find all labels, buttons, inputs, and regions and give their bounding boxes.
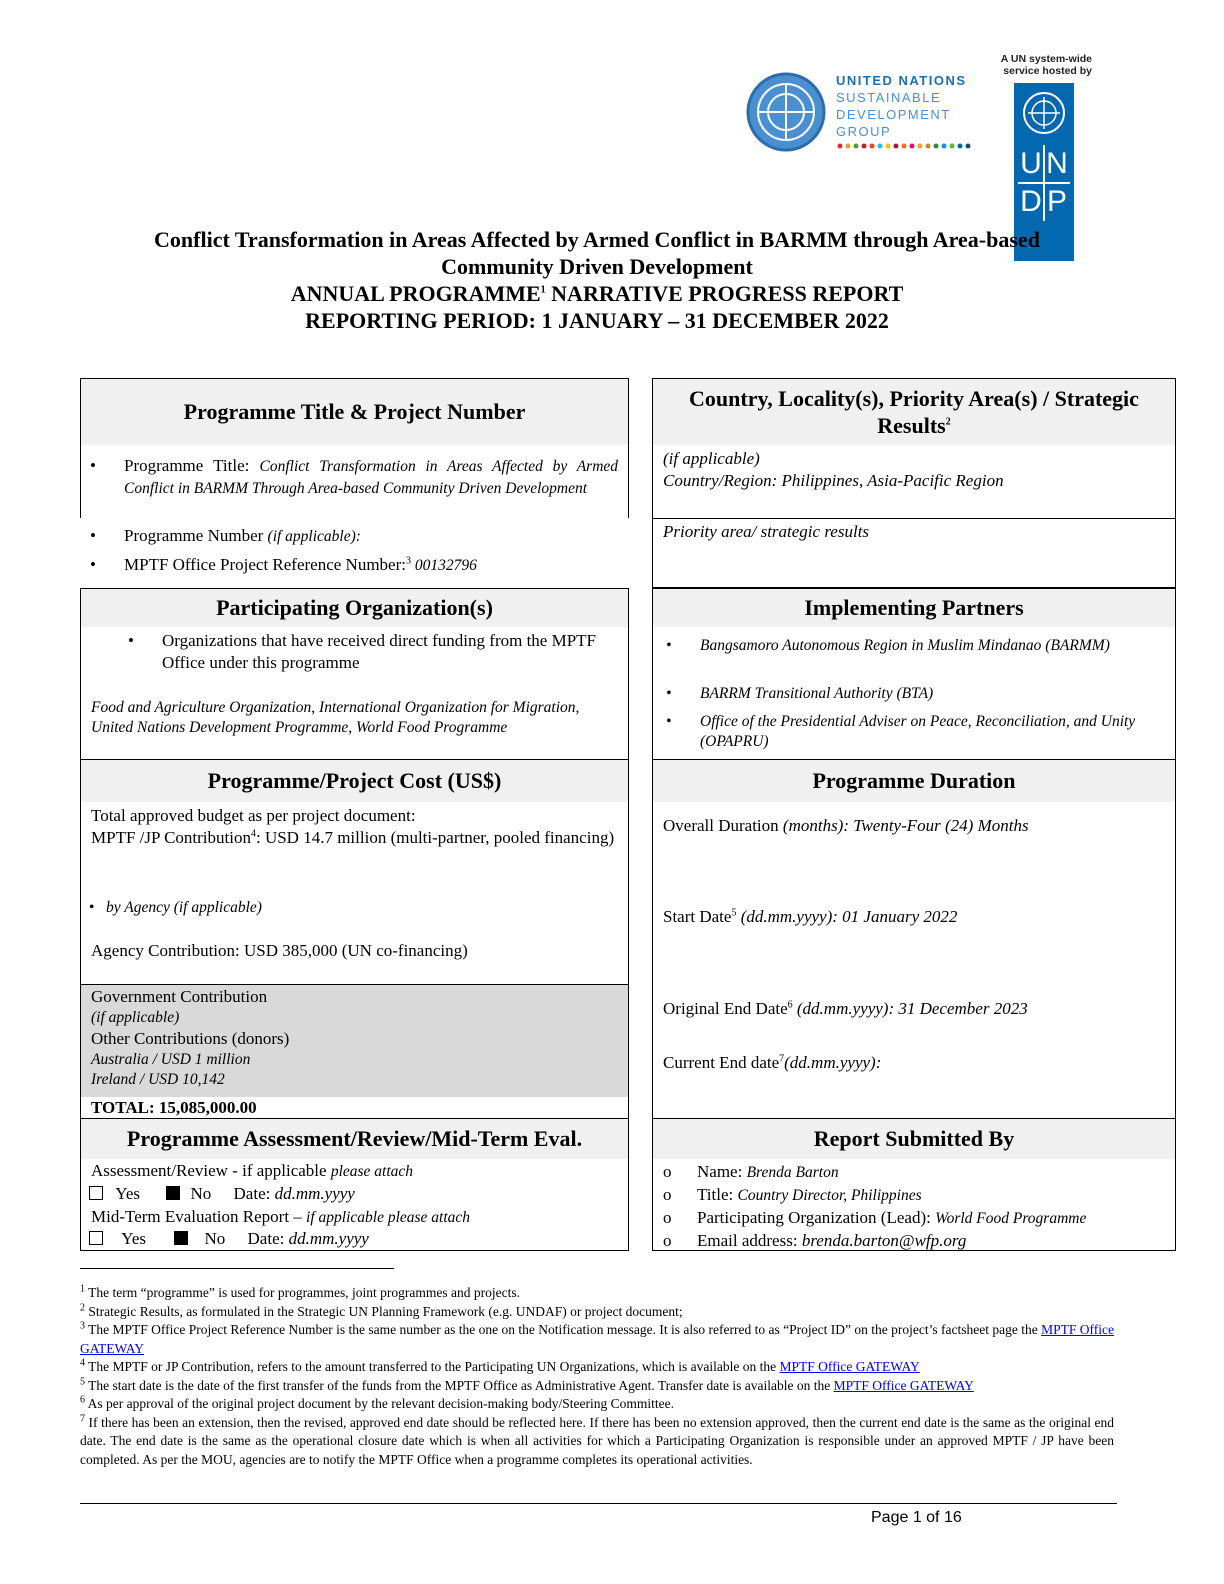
country-note: (if applicable) xyxy=(663,449,760,468)
cost-header: Programme/Project Cost (US$) xyxy=(81,760,628,802)
duration-overall: Overall Duration (months): Twenty-Four (… xyxy=(663,816,1029,835)
undp-box: U N D P xyxy=(1014,83,1074,261)
title-line2: Community Driven Development xyxy=(441,254,753,279)
undp-letter-d: D xyxy=(1020,185,1042,218)
footnote: 2 Strategic Results, as formulated in th… xyxy=(80,1302,683,1319)
cost-agency-contribution: Agency Contribution: USD 385,000 (UN co-… xyxy=(91,941,468,960)
footnote: 6 As per approval of the original projec… xyxy=(80,1394,674,1411)
unsdg-line2: SUSTAINABLE xyxy=(836,90,942,105)
yes-checkbox[interactable] xyxy=(89,1186,103,1200)
duration-current-end: Current End date7(dd.mm.yyyy): xyxy=(663,1053,882,1072)
mptf-reference-bullet: MPTF Office Project Reference Number:3 0… xyxy=(124,555,477,574)
duration-header: Programme Duration xyxy=(653,760,1175,802)
unsdg-line1: UNITED NATIONS xyxy=(836,73,967,88)
priority-area: Priority area/ strategic results xyxy=(663,522,870,541)
submitted-header: Report Submitted By xyxy=(653,1119,1175,1159)
country-cell xyxy=(652,378,1176,519)
no-checkbox[interactable] xyxy=(174,1231,189,1245)
country-region: Country/Region: Philippines, Asia-Pacifi… xyxy=(663,471,1004,490)
implementing-item: BARRM Transitional Authority (BTA) xyxy=(700,685,934,702)
unsdg-line4: GROUP xyxy=(836,124,892,139)
un-emblem-icon xyxy=(746,72,826,152)
footnote: 3 The MPTF Office Project Reference Numb… xyxy=(80,1320,1114,1356)
duration-start: Start Date5 (dd.mm.yyyy): 01 January 202… xyxy=(663,907,958,926)
submitted-cell xyxy=(652,1118,1176,1251)
unsdg-logo: UNITED NATIONS SUSTAINABLE DEVELOPMENT G… xyxy=(742,70,977,156)
mptf-gateway-link[interactable]: MPTF Office GATEWAY xyxy=(80,1322,1114,1356)
footnote-separator xyxy=(80,1268,394,1269)
implementing-header: Implementing Partners xyxy=(653,589,1175,627)
cost-by-agency: •by Agency (if applicable) xyxy=(89,899,262,916)
footnote: 1 The term “programme” is used for progr… xyxy=(80,1283,521,1300)
participating-orgs: Food and Agriculture Organization, Inter… xyxy=(91,699,580,736)
mptf-gateway-link[interactable]: MPTF Office GATEWAY xyxy=(833,1377,974,1393)
footer-rule xyxy=(80,1503,1117,1504)
midterm-checkboxes: Yes No Date: dd.mm.yyyy xyxy=(89,1228,369,1250)
no-checkbox[interactable] xyxy=(166,1186,181,1200)
footnote: 4 The MPTF or JP Contribution, refers to… xyxy=(80,1357,920,1374)
undp-caption-line2: service hosted by xyxy=(1003,65,1092,77)
footnote: 7 If there has been an extension, then t… xyxy=(80,1413,1114,1467)
report-title: Conflict Transformation in Areas Affecte… xyxy=(0,226,1194,334)
footnotes: 1 The term “programme” is used for progr… xyxy=(80,1284,1114,1469)
midterm-line: Mid-Term Evaluation Report – if applicab… xyxy=(91,1207,471,1226)
cost-other-contributions: Government Contribution (if applicable) … xyxy=(91,987,290,1088)
undp-caption-line1: A UN system-wide xyxy=(1000,53,1092,65)
cost-shaded-area xyxy=(81,985,628,1097)
implementing-item: Bangsamoro Autonomous Region in Muslim M… xyxy=(700,637,1110,654)
title-line4: REPORTING PERIOD: 1 JANUARY – 31 DECEMBE… xyxy=(305,308,889,333)
participating-bullet: Organizations that have received direct … xyxy=(162,631,597,672)
programme-title-header: Programme Title & Project Number xyxy=(81,379,628,445)
assessment-cell xyxy=(80,1118,629,1251)
page-number: Page 1 of 16 xyxy=(871,1509,962,1526)
undp-logo: A UN system-wide service hosted by U N D… xyxy=(990,53,1102,261)
sdg-dots-icon xyxy=(837,143,971,149)
assessment-checkboxes: Yes No Date: dd.mm.yyyy xyxy=(89,1183,355,1205)
assessment-line: Assessment/Review - if applicable please… xyxy=(91,1161,414,1180)
cost-total-approved: Total approved budget as per project doc… xyxy=(91,806,615,847)
yes-checkbox[interactable] xyxy=(89,1231,103,1245)
programme-title-cell xyxy=(80,378,629,518)
priority-cell xyxy=(652,518,1176,588)
title-line3: ANNUAL PROGRAMME1 NARRATIVE PROGRESS REP… xyxy=(290,281,904,306)
implementing-item: Office of the Presidential Adviser on Pe… xyxy=(700,713,1136,750)
duration-end: Original End Date6 (dd.mm.yyyy): 31 Dece… xyxy=(663,999,1028,1018)
undp-letter-p: P xyxy=(1046,185,1067,218)
un-emblem-icon xyxy=(1023,92,1065,134)
participating-header: Participating Organization(s) xyxy=(81,589,628,627)
cost-total: TOTAL: 15,085,000.00 xyxy=(91,1098,257,1117)
programme-title-bullet: Programme Title: Conflict Transformation… xyxy=(124,456,619,497)
country-header: Country, Locality(s), Priority Area(s) /… xyxy=(653,379,1175,445)
assessment-header: Programme Assessment/Review/Mid-Term Eva… xyxy=(81,1119,628,1159)
mptf-gateway-link[interactable]: MPTF Office GATEWAY xyxy=(779,1359,920,1374)
title-line1: Conflict Transformation in Areas Affecte… xyxy=(154,227,1040,252)
undp-letter-n: N xyxy=(1046,147,1068,180)
unsdg-line3: DEVELOPMENT xyxy=(836,107,951,122)
programme-number-bullet: Programme Number (if applicable): xyxy=(124,526,361,545)
footnote: 5 The start date is the date of the firs… xyxy=(80,1376,974,1393)
undp-letter-u: U xyxy=(1020,147,1042,180)
